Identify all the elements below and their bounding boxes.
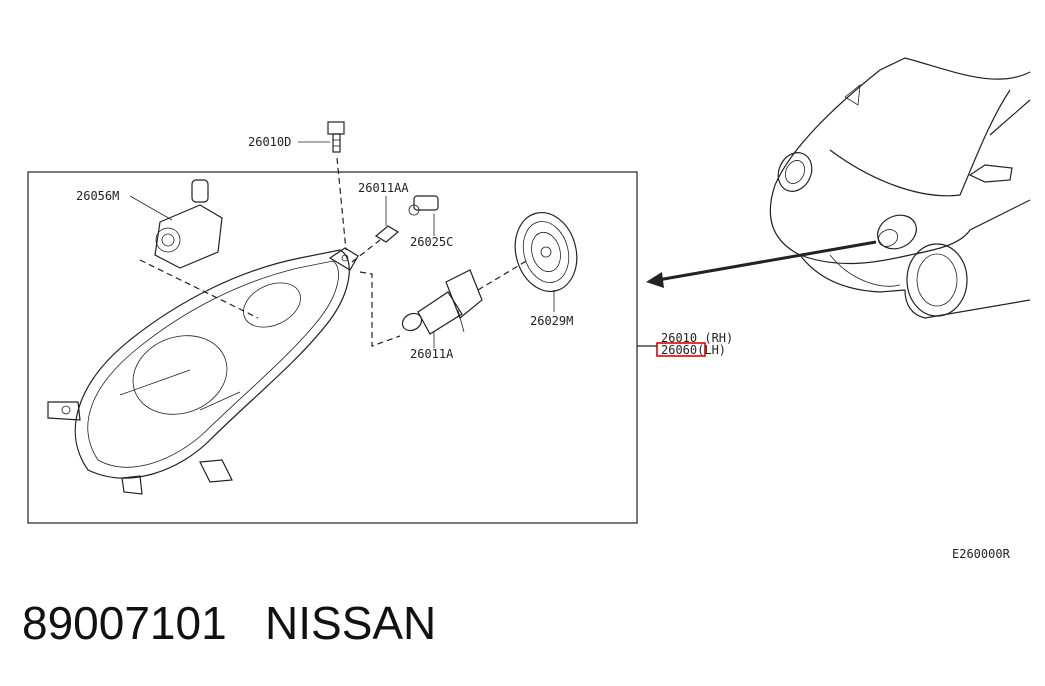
assembly-frame <box>27 171 638 524</box>
caption: 89007101 NISSAN <box>22 596 436 650</box>
bolt-part <box>327 121 345 153</box>
cap-part <box>514 211 578 293</box>
label-26025C: 26025C <box>410 235 453 249</box>
socket-dash-line <box>351 239 381 263</box>
diagram-code: E260000R <box>952 547 1011 561</box>
label-26010D: 26010D <box>248 135 291 149</box>
car-illustration <box>769 57 1031 319</box>
highlight-box <box>656 342 706 357</box>
headlamp-housing <box>47 247 359 495</box>
side-bulb-part <box>408 195 439 216</box>
label-26029M: 26029M <box>530 314 573 328</box>
label-26056M: 26056M <box>76 189 119 203</box>
motor-leader <box>129 195 173 221</box>
socket-part <box>374 225 400 243</box>
pointer-arrow-line <box>657 240 877 282</box>
pointer-arrow-head <box>646 272 664 288</box>
motor-part <box>154 179 223 269</box>
bolt-dash-line <box>336 157 347 251</box>
main-bulb-part <box>401 269 483 335</box>
label-26011A: 26011A <box>410 347 454 361</box>
bulb-dash-line <box>359 271 401 347</box>
part-number: 89007101 <box>22 597 227 649</box>
motor-dash-line <box>139 259 259 319</box>
cap-dash-line <box>477 259 529 291</box>
brand-name: NISSAN <box>265 597 437 649</box>
label-assembly-lh: 26060(LH) <box>661 343 726 357</box>
label-26011AA: 26011AA <box>358 181 409 195</box>
label-assembly-rh: 26010 (RH) <box>661 331 733 345</box>
